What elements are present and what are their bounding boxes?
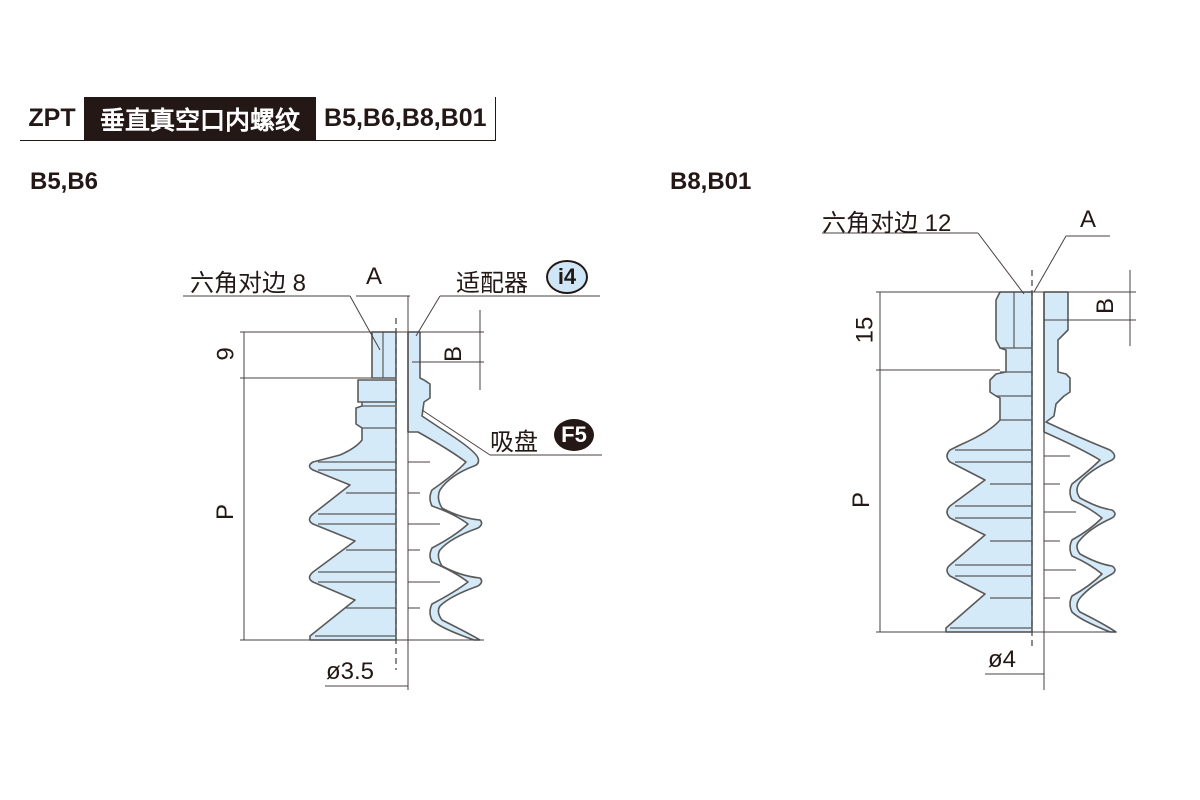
- left-heading: B5,B6: [30, 168, 99, 195]
- right-pad-assembly: [822, 232, 1136, 690]
- left-pad-assembly: [183, 295, 602, 690]
- right-diameter-dim: ø4: [988, 646, 1017, 673]
- page-title: 垂直真空口内螺纹: [84, 97, 317, 140]
- left-bellows-body: [308, 399, 397, 641]
- right-height-dim: 15: [851, 316, 879, 344]
- right-p-dim: P: [848, 491, 876, 509]
- left-height-dim: 9: [212, 347, 240, 361]
- series-label: ZPT: [28, 104, 76, 132]
- title-bar: ZPT 垂直真空口内螺纹 B5,B6,B8,B01: [20, 97, 496, 141]
- right-a-label: A: [1080, 206, 1097, 233]
- adapter-badge: i4: [546, 260, 588, 294]
- left-hex-fitting: [371, 331, 397, 379]
- left-p-dim: P: [212, 503, 240, 521]
- left-b-dim: B: [440, 345, 468, 363]
- model-list: B5,B6,B8,B01: [324, 104, 487, 132]
- left-diameter-dim: ø3.5: [326, 658, 375, 685]
- left-a-label: A: [366, 263, 383, 290]
- right-heading: B8,B01: [670, 168, 752, 195]
- left-hex-label: 六角对边 8: [190, 270, 307, 297]
- right-b-dim: B: [1092, 297, 1120, 315]
- right-bellows-wall: [1043, 291, 1117, 633]
- pad-label: 吸盘: [490, 429, 538, 456]
- right-hex-label: 六角对边 12: [822, 210, 952, 237]
- pad-badge: F5: [554, 419, 594, 451]
- adapter-label: 适配器: [456, 270, 528, 297]
- left-bellows-wall: [407, 331, 483, 641]
